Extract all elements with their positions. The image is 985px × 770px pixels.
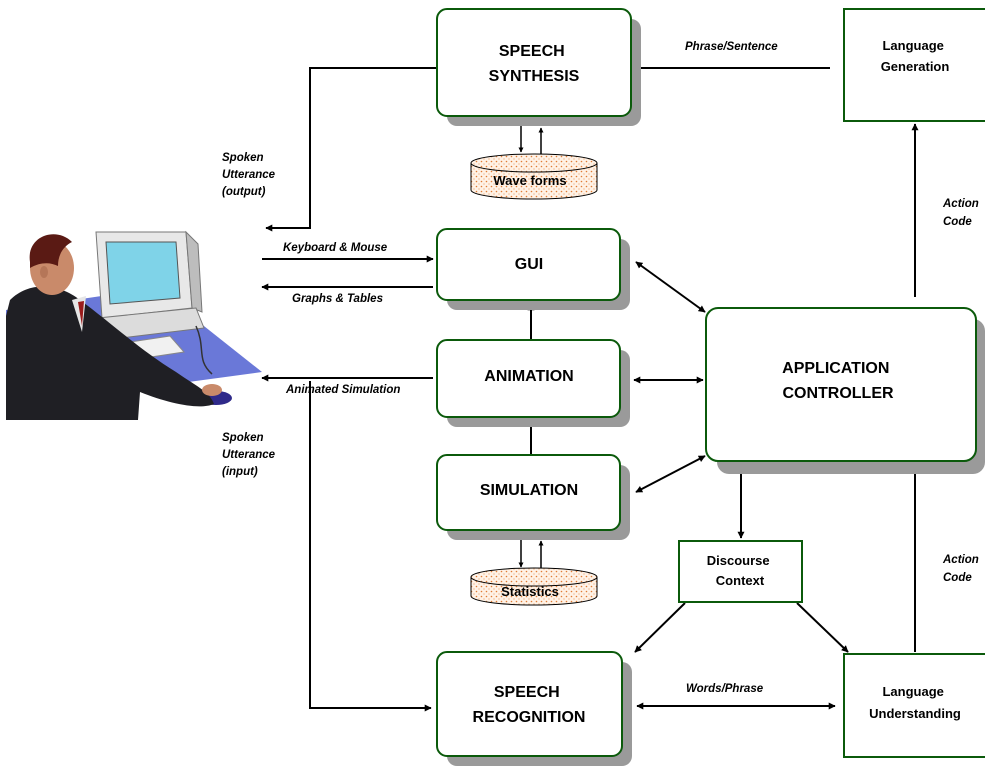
application-controller-box: APPLICATION CONTROLLER	[705, 307, 985, 474]
language-understanding-line2: Understanding	[869, 706, 961, 721]
label-spoken-output-1: Spoken	[222, 152, 264, 164]
svg-text:SPEECH SYNTHESIS: SPEECH SYNTHESIS	[489, 43, 580, 85]
svg-text:SPEECH RECOGNITION: SPEECH RECOGNITION	[473, 684, 586, 726]
label-spoken-output-2: Utterance	[222, 169, 276, 181]
svg-text:Discourse Context: Discourse Context	[707, 553, 774, 588]
label-animated-simulation: Animated Simulation	[285, 384, 400, 396]
discourse-context-line1: Discourse	[707, 553, 770, 568]
label-action-code-top-1: Action	[942, 198, 979, 210]
label-phrase-sentence: Phrase/Sentence	[685, 41, 778, 53]
edge-gui-controller	[635, 261, 706, 313]
edge-synthesis-to-user	[265, 67, 437, 232]
speech-synthesis-box: SPEECH SYNTHESIS	[436, 8, 641, 126]
animation-label: ANIMATION	[484, 368, 573, 385]
label-action-code-top-2: Code	[943, 216, 972, 228]
discourse-context-line2: Context	[716, 573, 765, 588]
edge-labels: Phrase/Sentence Spoken Utterance (output…	[222, 41, 982, 695]
application-controller-line1: APPLICATION	[782, 360, 889, 377]
wave-forms-label: Wave forms	[493, 173, 566, 188]
statistics-label: Statistics	[501, 584, 559, 599]
person-at-computer-icon	[6, 230, 262, 420]
language-understanding-box: Language Understanding	[843, 653, 985, 758]
label-action-code-bottom-2: Code	[943, 572, 972, 584]
application-controller-line2: CONTROLLER	[782, 385, 894, 402]
svg-text:Action Code: Action Code	[942, 198, 982, 228]
discourse-context-box: Discourse Context	[678, 540, 803, 603]
label-words-phrase: Words/Phrase	[686, 683, 764, 695]
label-spoken-input-1: Spoken	[222, 432, 264, 444]
label-action-code-bottom-1: Action	[942, 554, 979, 566]
svg-text:Language Generation: Language Generation	[881, 38, 950, 74]
speech-synthesis-line2: SYNTHESIS	[489, 68, 580, 85]
edge-simulation-controller	[635, 455, 706, 493]
edge-discourse-to-langund	[796, 602, 849, 653]
label-graphs-tables: Graphs & Tables	[292, 293, 383, 305]
simulation-box: SIMULATION	[436, 454, 630, 540]
language-generation-box: Language Generation	[843, 8, 985, 122]
svg-text:Language Understanding: Language Understanding	[869, 684, 961, 721]
simulation-label: SIMULATION	[480, 482, 578, 499]
edge-discourse-to-recognition	[634, 602, 686, 653]
speech-recognition-line1: SPEECH	[494, 684, 560, 701]
animation-box: ANIMATION	[436, 339, 630, 427]
label-spoken-output-3: (output)	[222, 186, 266, 198]
svg-text:Action Code: Action Code	[942, 554, 982, 584]
database-wave-forms: Wave forms	[470, 153, 598, 200]
edge-user-to-recognition	[309, 381, 432, 712]
label-keyboard-mouse: Keyboard & Mouse	[283, 242, 388, 254]
speech-recognition-line2: RECOGNITION	[473, 709, 586, 726]
svg-text:Spoken Utterance (: Spoken Utterance (output)	[222, 152, 278, 198]
gui-label: GUI	[515, 256, 543, 273]
svg-text:Spoken Utterance (: Spoken Utterance (input)	[222, 432, 278, 478]
speech-recognition-box: SPEECH RECOGNITION	[436, 651, 632, 766]
label-spoken-input-2: Utterance	[222, 449, 276, 461]
gui-box: GUI	[436, 228, 630, 310]
connectors	[261, 64, 919, 712]
label-spoken-input-3: (input)	[222, 466, 258, 478]
language-generation-line1: Language	[882, 38, 943, 53]
language-understanding-line1: Language	[882, 684, 943, 699]
speech-synthesis-line1: SPEECH	[499, 43, 565, 60]
svg-text:APPLICATION CONTROLLER: APPLICATION CONTROLLER	[782, 360, 894, 402]
database-statistics: Statistics	[470, 567, 598, 606]
language-generation-line2: Generation	[881, 59, 950, 74]
